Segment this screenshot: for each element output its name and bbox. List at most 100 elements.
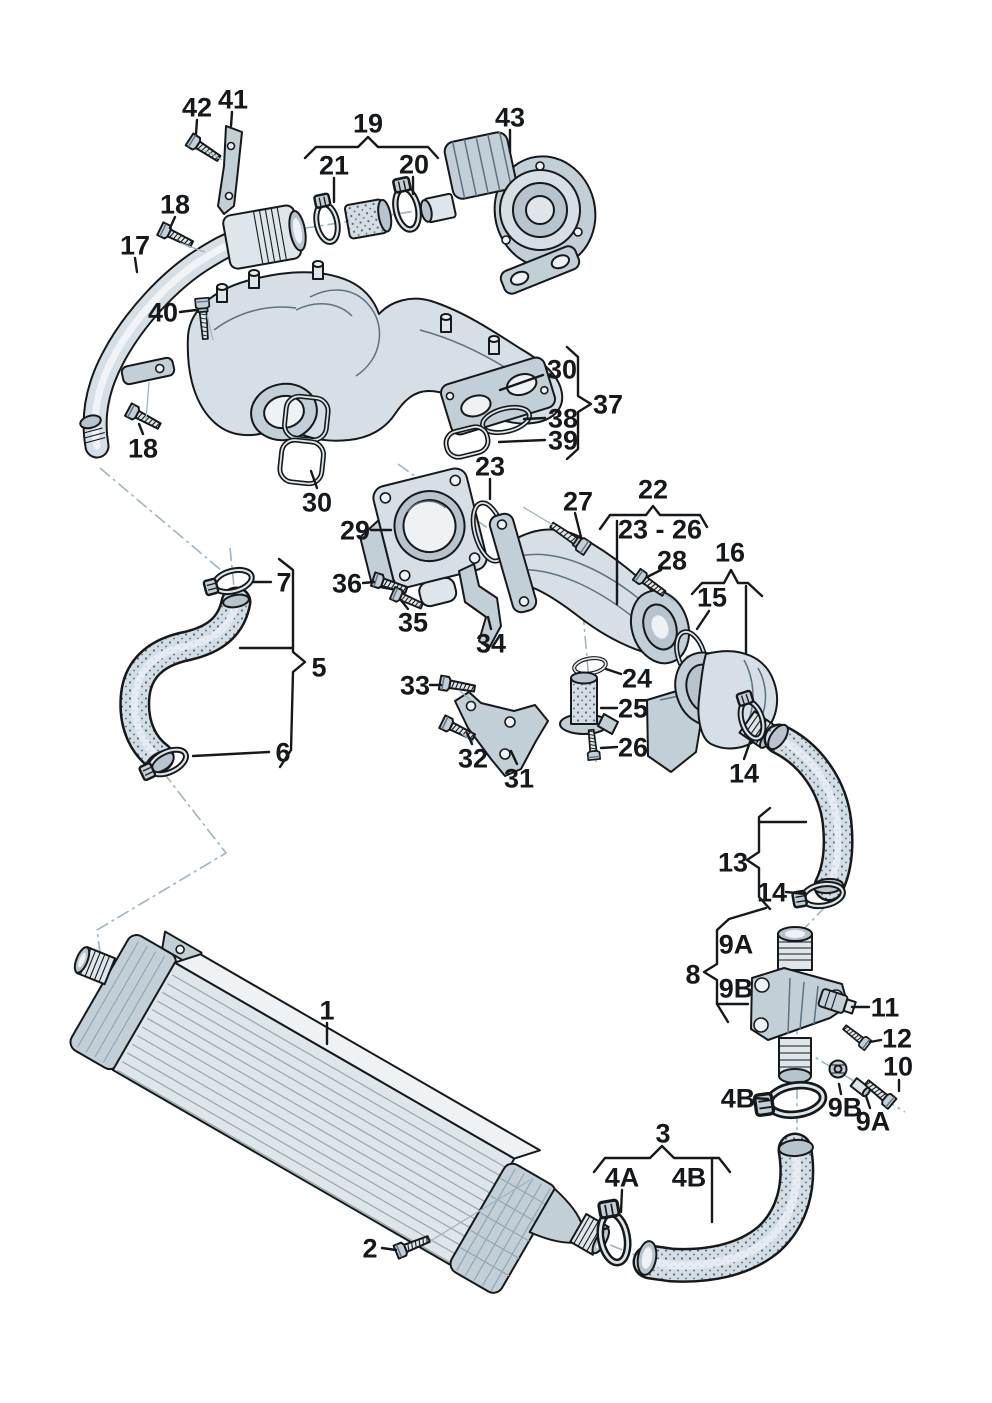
- callout-label: 23 - 26: [618, 515, 702, 545]
- callout-label: 24: [622, 664, 652, 694]
- callout-label: 18: [160, 190, 190, 220]
- callout-2: 2: [362, 1234, 398, 1264]
- callout-label: 9B: [828, 1093, 863, 1123]
- callout-label: 28: [657, 546, 687, 576]
- callout-label: 8: [685, 960, 700, 990]
- callout-label: 37: [593, 390, 623, 420]
- bolt-boss: [488, 335, 500, 355]
- screw-42: [184, 132, 224, 166]
- bracket-31: [454, 691, 549, 777]
- callout-leader-line: [168, 215, 177, 230]
- callout-21: 21: [319, 151, 349, 204]
- callout-16: 16: [690, 538, 764, 656]
- screw-18-lower: [124, 402, 164, 434]
- manifold-outlet-flange: [439, 356, 557, 436]
- callout-label: 14: [757, 878, 787, 908]
- callout-18: 18: [160, 190, 190, 230]
- callout-leader-line: [398, 597, 410, 611]
- callout-leader-line: [465, 731, 474, 746]
- callout-36: 36: [332, 569, 376, 599]
- callout-6: 6: [191, 738, 291, 768]
- callout-label: 22: [638, 475, 668, 505]
- charge-air-hose-13: [763, 723, 854, 902]
- callout-19: 19: [303, 109, 440, 160]
- callout-leader-line: [592, 1144, 732, 1174]
- callout-label: 30: [302, 488, 332, 518]
- callout-9B: 9B: [719, 974, 754, 1004]
- callout-label: 27: [563, 487, 593, 517]
- callout-28: 28: [645, 546, 687, 579]
- hose-clamp-20: [390, 176, 422, 231]
- callout-9A: 9A: [719, 930, 754, 960]
- callout-35: 35: [398, 597, 428, 638]
- callout-leader-line: [837, 1082, 843, 1096]
- callout-34: 34: [476, 615, 506, 659]
- callout-label: 18: [128, 434, 158, 464]
- callout-8: 8: [685, 906, 768, 1024]
- callout-20: 20: [399, 150, 429, 196]
- plug-9B: [828, 1059, 848, 1079]
- callout-leader-line: [619, 1188, 624, 1214]
- callout-30: 30: [498, 355, 577, 392]
- callout-31: 31: [504, 749, 534, 794]
- callout-leader-line: [752, 1096, 770, 1101]
- callout-label: 39: [548, 426, 578, 456]
- callout-label: 25: [618, 694, 648, 724]
- callout-leader-line: [498, 373, 545, 392]
- callout-30: 30: [302, 469, 332, 518]
- charge-air-hose-3: [632, 1132, 815, 1283]
- callout-15: 15: [695, 583, 727, 631]
- bolt-boss: [248, 269, 260, 289]
- intercooler: [69, 930, 611, 1294]
- callout-label: 12: [882, 1024, 912, 1054]
- callout-label: 38: [548, 404, 578, 434]
- callout-label: 13: [718, 848, 748, 878]
- charge-air-hose-5: [119, 586, 252, 774]
- callout-label: 17: [120, 231, 150, 261]
- callout-label: 5: [311, 653, 326, 683]
- throttle-flange-29: [359, 467, 488, 608]
- callout-label: 1: [319, 996, 334, 1026]
- seal-39: [443, 424, 491, 460]
- sleeve-9A: [849, 1077, 871, 1098]
- callout-label: 14: [729, 759, 759, 789]
- callout-label: 10: [883, 1052, 913, 1082]
- hose-clamp-4A: [595, 1199, 632, 1265]
- callout-label: 4A: [605, 1163, 640, 1193]
- callout-11: 11: [850, 993, 899, 1023]
- callout-38: 38: [522, 404, 578, 434]
- callout-label: 23: [475, 452, 505, 482]
- callout-label: 3: [655, 1119, 670, 1149]
- callout-label: 2: [362, 1234, 377, 1264]
- callout-label: 34: [476, 629, 506, 659]
- callout-leader-line: [645, 568, 663, 579]
- egr-valve-unit: [419, 131, 597, 295]
- callout-39: 39: [497, 426, 578, 456]
- callout-leader-line: [303, 135, 440, 160]
- callout-23: 23: [475, 452, 505, 501]
- callout-label: 20: [399, 150, 429, 180]
- callout-leader-line: [702, 906, 768, 1024]
- callout-12: 12: [868, 1024, 912, 1054]
- callout-leader-line: [742, 740, 752, 761]
- callout-leader-line: [194, 118, 199, 136]
- callout-label: 19: [353, 109, 383, 139]
- callout-5: 5: [238, 557, 327, 769]
- o-ring-38: [480, 404, 532, 436]
- callout-4A: 4A: [605, 1163, 640, 1214]
- callout-4B: 4B: [672, 1163, 707, 1193]
- callout-14: 14: [729, 740, 759, 789]
- retaining-strap: [217, 125, 243, 215]
- callout-17: 17: [120, 231, 150, 274]
- callout-26: 26: [599, 733, 648, 763]
- callout-leader-line: [486, 615, 493, 631]
- callout-label: 4B: [721, 1084, 756, 1114]
- callout-label: 33: [400, 671, 430, 701]
- callout-label: 6: [275, 738, 290, 768]
- sensor-11: [817, 988, 857, 1015]
- callout-14: 14: [757, 878, 808, 908]
- callout-37: 37: [565, 345, 623, 461]
